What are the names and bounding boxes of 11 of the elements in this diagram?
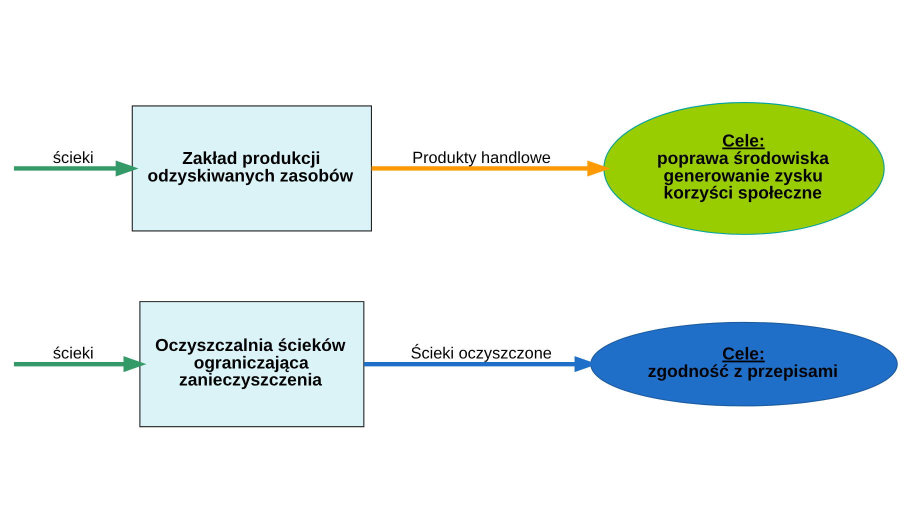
edge-label: ścieki <box>52 149 94 168</box>
edge-label: ścieki <box>52 344 94 363</box>
arrow <box>14 160 139 176</box>
edge-label: Ścieki oczyszczone <box>410 344 552 363</box>
node-ellipse: Cele: zgodność z przepisami <box>590 322 898 406</box>
arrow <box>14 356 146 372</box>
node-box: Zakład produkcji odzyskiwanych zasobów <box>132 105 372 232</box>
node-box: Oczyszczalnia ścieków ograniczająca zanieczyszczenia <box>139 301 364 428</box>
edge-label: Produkty handlowe <box>412 149 551 168</box>
node-ellipse: Cele: poprawa środowiska generowanie zysku korzyści społeczne <box>603 102 885 235</box>
arrow <box>372 160 610 176</box>
